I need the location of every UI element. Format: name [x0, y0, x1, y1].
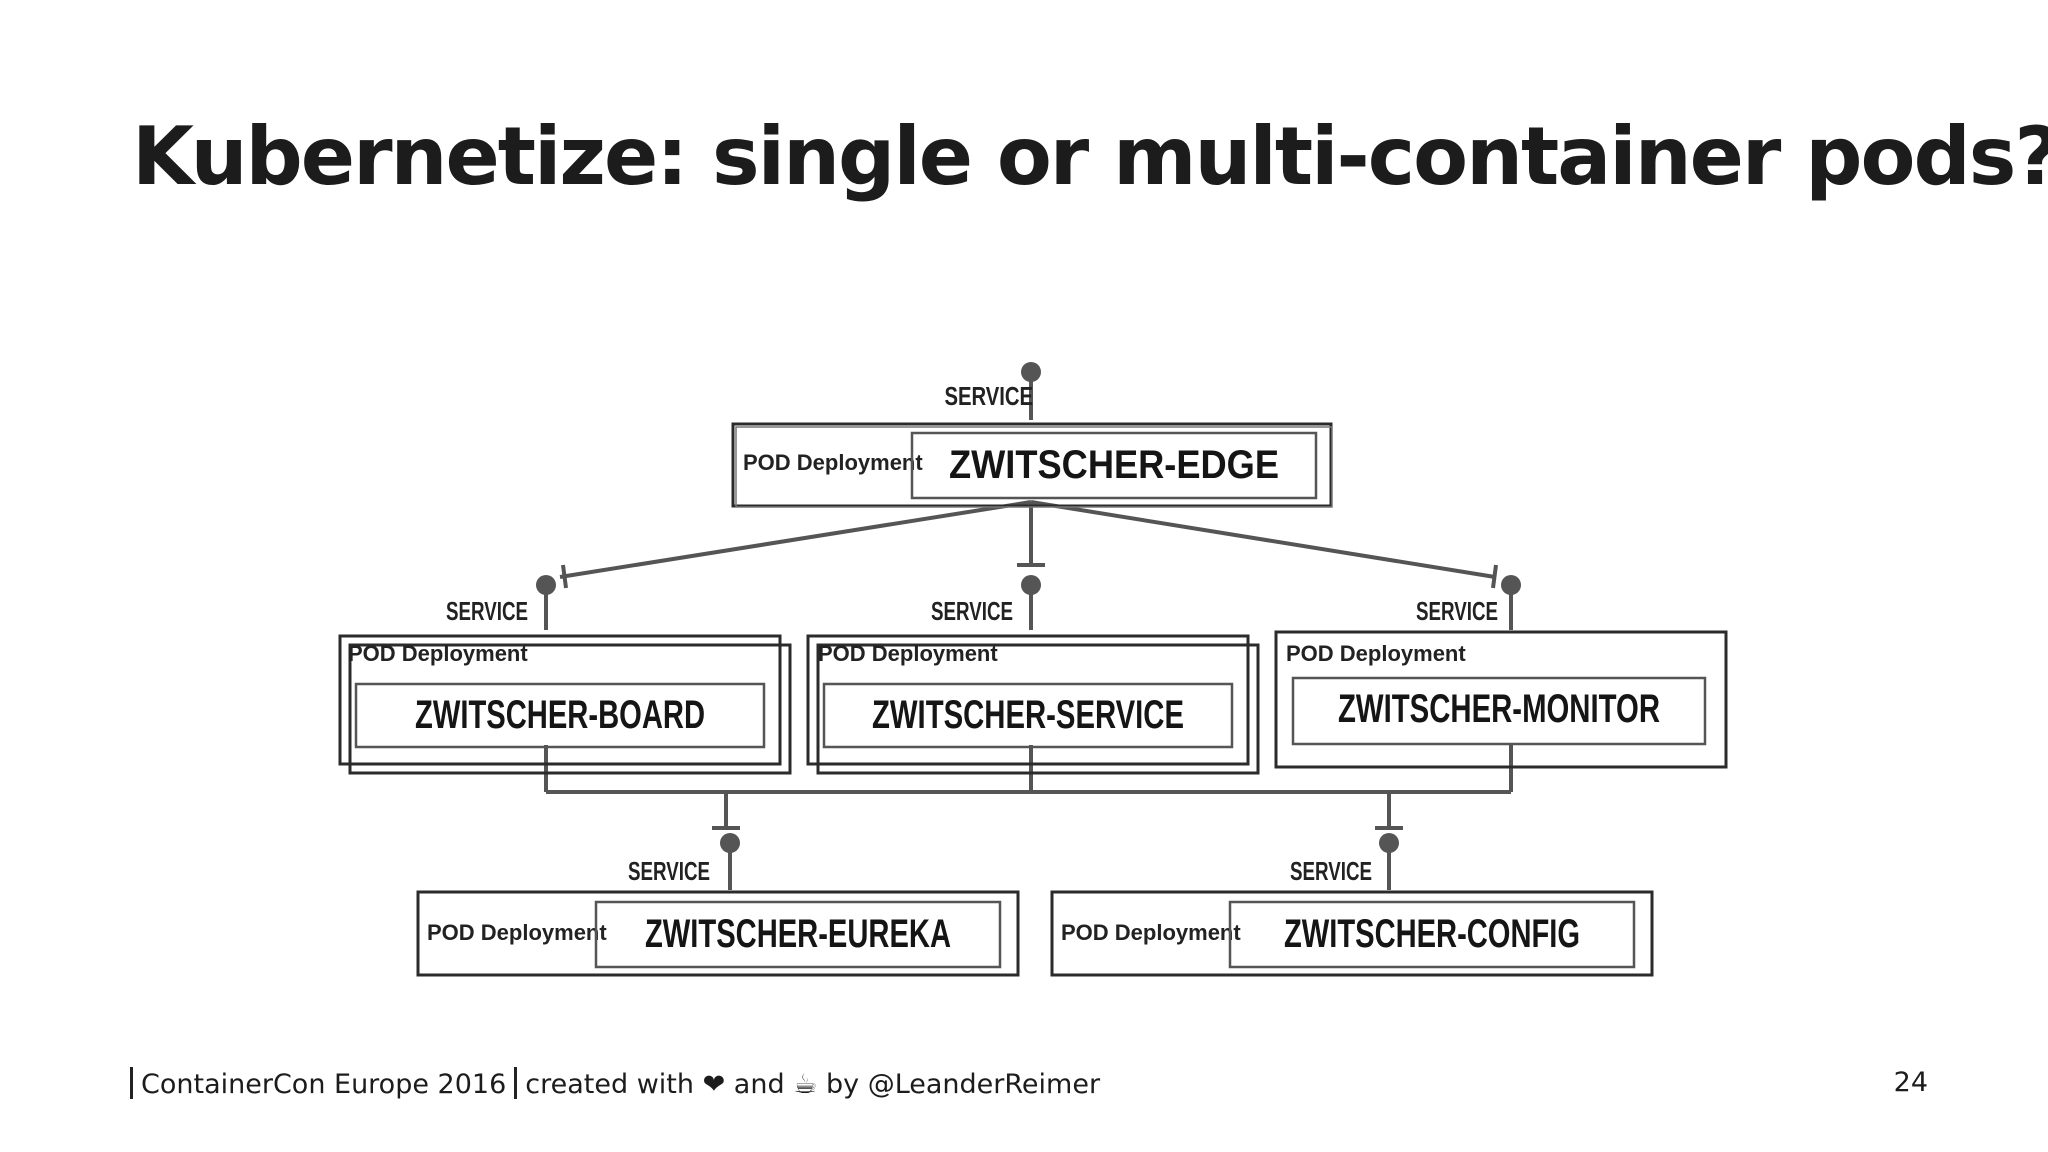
service-pod-label: POD Deployment — [818, 641, 998, 666]
coffee-icon: ☕ — [793, 1069, 818, 1100]
edge-service-label: SERVICE — [944, 382, 1033, 411]
footer-created: created with — [525, 1069, 694, 1100]
edge-pod-label: POD Deployment — [743, 450, 923, 475]
board-service-label: SERVICE — [446, 596, 528, 626]
node-monitor: SERVICE POD Deployment ZWITSCHER-MONITOR — [1274, 596, 1728, 769]
board-pod-label: POD Deployment — [348, 641, 528, 666]
heart-icon: ❤ — [702, 1069, 726, 1100]
node-board: SERVICE POD Deployment ZWITSCHER-BOARD — [338, 596, 792, 775]
edge-to-monitor-line — [1030, 500, 1496, 579]
eureka-name: ZWITSCHER-EUREKA — [645, 912, 951, 956]
monitor-pod-box — [1274, 630, 1728, 769]
service-service-label: SERVICE — [931, 596, 1013, 626]
edge-name: ZWITSCHER-EDGE — [949, 443, 1279, 487]
edge-pod-box — [731, 422, 1333, 508]
config-pod-label: POD Deployment — [1061, 920, 1241, 945]
edge-to-board-line — [559, 500, 1032, 579]
monitor-service-dot — [1501, 575, 1521, 595]
board-service-dot — [536, 575, 556, 595]
footer-divider — [130, 1067, 133, 1099]
footer-and: and — [733, 1069, 785, 1100]
monitor-service-label: SERVICE — [1416, 596, 1498, 626]
footer-by: by @LeanderReimer — [826, 1069, 1101, 1100]
eureka-pod-label: POD Deployment — [427, 920, 607, 945]
eureka-name-box — [594, 900, 1002, 969]
monitor-name-box — [1291, 676, 1707, 746]
node-config: SERVICE POD Deployment ZWITSCHER-CONFIG — [1050, 856, 1654, 977]
service-name: ZWITSCHER-SERVICE — [872, 693, 1184, 737]
page-number: 24 — [1893, 1067, 1928, 1098]
board-name: ZWITSCHER-BOARD — [415, 693, 705, 737]
config-name: ZWITSCHER-CONFIG — [1284, 912, 1580, 956]
config-pod-box — [1050, 890, 1654, 977]
config-name-box — [1228, 900, 1636, 969]
service-pod-box — [806, 634, 1250, 766]
edge-to-monitor-tbar — [1491, 564, 1498, 589]
board-pod-box — [338, 634, 782, 766]
slide-title: Kubernetize: single or multi-container p… — [132, 110, 2048, 203]
footer-event: ContainerCon Europe 2016 — [141, 1069, 507, 1100]
config-service-label: SERVICE — [1290, 856, 1372, 886]
node-service: SERVICE POD Deployment ZWITSCHER-SERVICE — [806, 596, 1260, 775]
edge-pod-box-sketch — [735, 426, 1333, 508]
edge-to-board-tbar — [561, 564, 568, 589]
connectors — [536, 362, 1521, 890]
board-name-box — [354, 682, 766, 749]
edge-name-box — [910, 431, 1318, 500]
node-eureka: SERVICE POD Deployment ZWITSCHER-EUREKA — [416, 856, 1020, 977]
service-pod-box-back — [816, 643, 1260, 775]
node-edge: SERVICE POD Deployment ZWITSCHER-EDGE — [731, 382, 1333, 508]
footer: ContainerCon Europe 2016 created with ❤ a… — [130, 1067, 1100, 1100]
eureka-service-label: SERVICE — [628, 856, 710, 886]
service-name-box — [822, 682, 1234, 749]
footer-divider — [514, 1067, 518, 1099]
edge-service-dot — [1021, 362, 1041, 382]
eureka-pod-box — [416, 890, 1020, 977]
monitor-pod-label: POD Deployment — [1286, 641, 1466, 666]
monitor-name: ZWITSCHER-MONITOR — [1338, 687, 1660, 731]
board-pod-box-back — [348, 643, 792, 775]
service-service-dot — [1021, 575, 1041, 595]
